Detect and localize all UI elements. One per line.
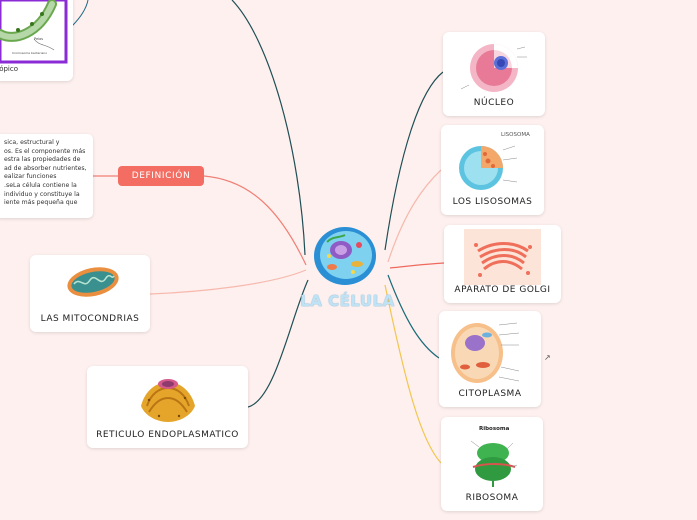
top-card-label: btópico: [0, 65, 18, 73]
reticulo-label: RETICULO ENDOPLASMATICO: [87, 430, 248, 440]
link-mitocondrias: [150, 270, 306, 294]
link-citoplasma: [388, 275, 439, 358]
node-mitocondrias[interactable]: LAS MITOCONDRIAS: [30, 255, 150, 332]
link-ribosoma: [385, 285, 441, 463]
cell-icon: [305, 220, 390, 290]
lysosome-icon: LISOSOMA: [453, 128, 533, 196]
svg-text:Pelos: Pelos: [34, 37, 43, 41]
lisosomas-label: LOS LISOSOMAS: [441, 197, 544, 207]
lysosome-image-title: LISOSOMA: [501, 132, 530, 138]
node-ribosoma[interactable]: Ribosoma RIBOSOMA: [441, 417, 543, 511]
cytoplasm-icon: [447, 315, 535, 387]
external-link-icon[interactable]: ↗: [544, 354, 552, 362]
mitocondrias-label: LAS MITOCONDRIAS: [30, 314, 150, 324]
link-definicion: [204, 176, 306, 265]
node-citoplasma[interactable]: CITOPLASMA: [439, 311, 541, 407]
mitochondria-icon: [64, 262, 122, 302]
link-top: [232, 0, 305, 255]
definition-text: sica, estructural y os. Es el componente…: [4, 139, 89, 208]
golgi-label: APARATO DE GOLGI: [444, 285, 561, 295]
card-top-partial[interactable]: Pelos Cromosoma bacteriano btópico: [0, 0, 73, 81]
golgi-icon: [464, 229, 541, 285]
node-golgi[interactable]: APARATO DE GOLGI: [444, 225, 561, 303]
bacteria-illustration: Pelos Cromosoma bacteriano: [0, 0, 73, 69]
node-reticulo[interactable]: RETICULO ENDOPLASMATICO: [87, 366, 248, 448]
nucleo-label: NÚCLEO: [443, 98, 545, 108]
node-lisosomas[interactable]: LISOSOMA LOS LISOSOMAS: [441, 125, 544, 215]
ribosome-image-title: Ribosoma: [479, 426, 510, 432]
endoplasmic-reticulum-icon: [135, 372, 201, 426]
definition-text-card[interactable]: sica, estructural y os. Es el componente…: [0, 134, 93, 218]
link-golgi: [390, 263, 444, 268]
definition-tag[interactable]: DEFINICIÓN: [118, 166, 204, 186]
ribosoma-label: RIBOSOMA: [441, 493, 543, 503]
ribosome-icon: Ribosoma: [457, 421, 527, 491]
top-card-caption: Cromosoma bacteriano: [12, 51, 47, 55]
link-lisosomas: [388, 170, 441, 262]
central-node[interactable]: [305, 220, 390, 290]
link-top-small: [72, 0, 88, 26]
nucleus-icon: [457, 37, 532, 97]
node-nucleo[interactable]: NÚCLEO: [443, 32, 545, 116]
central-title: LA CÉLULA: [295, 292, 400, 310]
link-nucleo: [385, 72, 443, 250]
citoplasma-label: CITOPLASMA: [439, 389, 541, 399]
